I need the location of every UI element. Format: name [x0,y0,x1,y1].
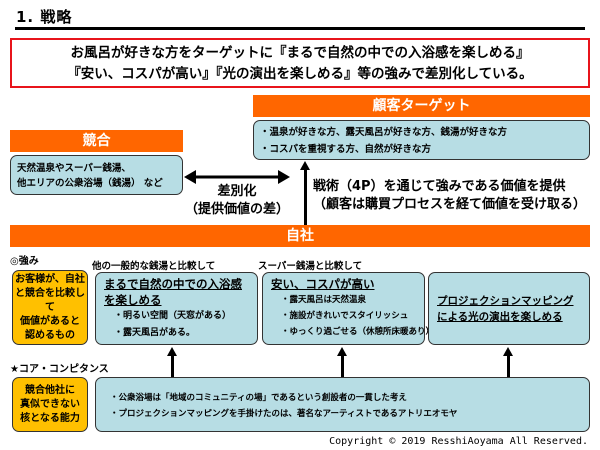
strength-card-heading: プロジェクションマッピングによる光の演出を楽しめる [437,294,574,323]
arrow-shaft [304,169,307,225]
strength-card-item: ・明るい空間（天窓がある） [114,311,232,321]
strength-card-item: ・施設がきれいでスタイリッシュ [281,311,409,321]
core-label: ★コア・コンピタンス [10,364,109,375]
comparison-label-general: 他の一般的な銭湯と比較して [92,261,216,272]
differentiation-label: 差別化 （提供価値の差） [180,183,294,219]
core-item: ・公衆浴場は「地域のコミュニティの場」であるという創設者の一貫した考え [110,393,407,403]
strength-card: 安い、コスパが高い ・露天風呂は天然温泉 ・施設がきれいでスタイリッシュ ・ゆっ… [262,272,435,345]
differentiation-line-2: （提供価値の差） [184,202,289,217]
arrow-up-icon [337,347,347,356]
strengths-definition-box: お客様が、自社 と競合を比較して 価値があると 認めるもの [12,270,88,345]
page-title: 1. 戦略 [16,8,73,26]
competition-box: 天然温泉やスーパー銭湯、 他エリアの公衆浴場（銭湯） など [10,155,183,195]
title-underline [15,27,585,30]
summary-line-1: お風呂が好きな方をターゲットに『まるで自然の中での入浴感を楽しめる』 [70,45,530,61]
target-header: 顧客ターゲット [253,95,590,117]
arrow-up-icon [503,347,513,356]
comparison-label-super: スーパー銭湯と比較して [258,261,363,272]
arrow-shaft [341,355,344,377]
arrow-shaft [171,355,174,377]
strength-card-heading: まるで自然の中での入浴感を楽しめる [104,277,242,307]
strengths-definition-line: 認めるもの [25,329,75,341]
strengths-label: ◎強み [10,256,39,267]
strength-card-item: ・露天風呂は天然温泉 [281,295,367,305]
arrow-shaft [507,355,510,377]
competition-line: 天然温泉やスーパー銭湯、 [17,163,131,174]
strength-card-heading: 安い、コスパが高い [271,277,375,291]
core-definition-line: 真似できない [20,398,80,410]
arrow-up-icon [167,347,177,356]
strengths-definition-line: と競合を比較して [15,287,85,313]
core-box: ・公衆浴場は「地域のコミュニティの場」であるという創設者の一貫した考え ・プロジ… [95,377,590,432]
copyright: Copyright © 2019 ResshiAoyama All Reserv… [329,436,588,447]
tactics-text: 戦術（4P）を通じて強みである価値を提供 （顧客は購買プロセスを経て価値を受け取… [313,178,593,214]
tactics-line-1: 戦術（4P）を通じて強みである価値を提供 [313,179,566,194]
target-box: ・温泉が好きな方、露天風呂が好きな方、銭湯が好きな方 ・コスパを重視する方、自然… [253,120,590,160]
core-definition-line: 競合他社に [25,384,75,396]
arrow-up-icon [300,161,310,170]
differentiation-line-1: 差別化 [217,184,257,199]
summary-box: お風呂が好きな方をターゲットに『まるで自然の中での入浴感を楽しめる』 『安い、コ… [10,38,590,88]
company-header: 自社 [10,225,590,247]
strengths-definition-line: 価値があると [20,315,80,327]
strength-card-item: ・露天風呂がある。 [114,328,196,338]
competition-header: 競合 [10,130,183,152]
core-definition-box: 競合他社に 真似できない 核となる能力 [12,377,88,432]
strength-card: まるで自然の中での入浴感を楽しめる ・明るい空間（天窓がある） ・露天風呂がある… [95,272,258,345]
strength-card: プロジェクションマッピングによる光の演出を楽しめる [428,272,590,345]
core-item: ・プロジェクションマッピングを手掛けたのは、著名なアーティストであるアトリエオモ… [110,409,458,419]
double-arrow-icon [184,170,290,184]
competition-line: 他エリアの公衆浴場（銭湯） など [17,178,163,189]
strengths-definition-line: お客様が、自社 [15,273,85,285]
tactics-line-2: （顧客は購買プロセスを経て価値を受け取る） [313,197,587,212]
core-definition-line: 核となる能力 [20,412,80,424]
summary-line-2: 『安い、コスパが高い』『光の演出を楽しめる』等の強みで差別化している。 [67,66,533,82]
target-item: ・コスパを重視する方、自然が好きな方 [260,144,432,155]
strength-card-item: ・ゆっくり過ごせる（休憩所床暖あり） [281,327,435,337]
target-item: ・温泉が好きな方、露天風呂が好きな方、銭湯が好きな方 [260,127,508,138]
